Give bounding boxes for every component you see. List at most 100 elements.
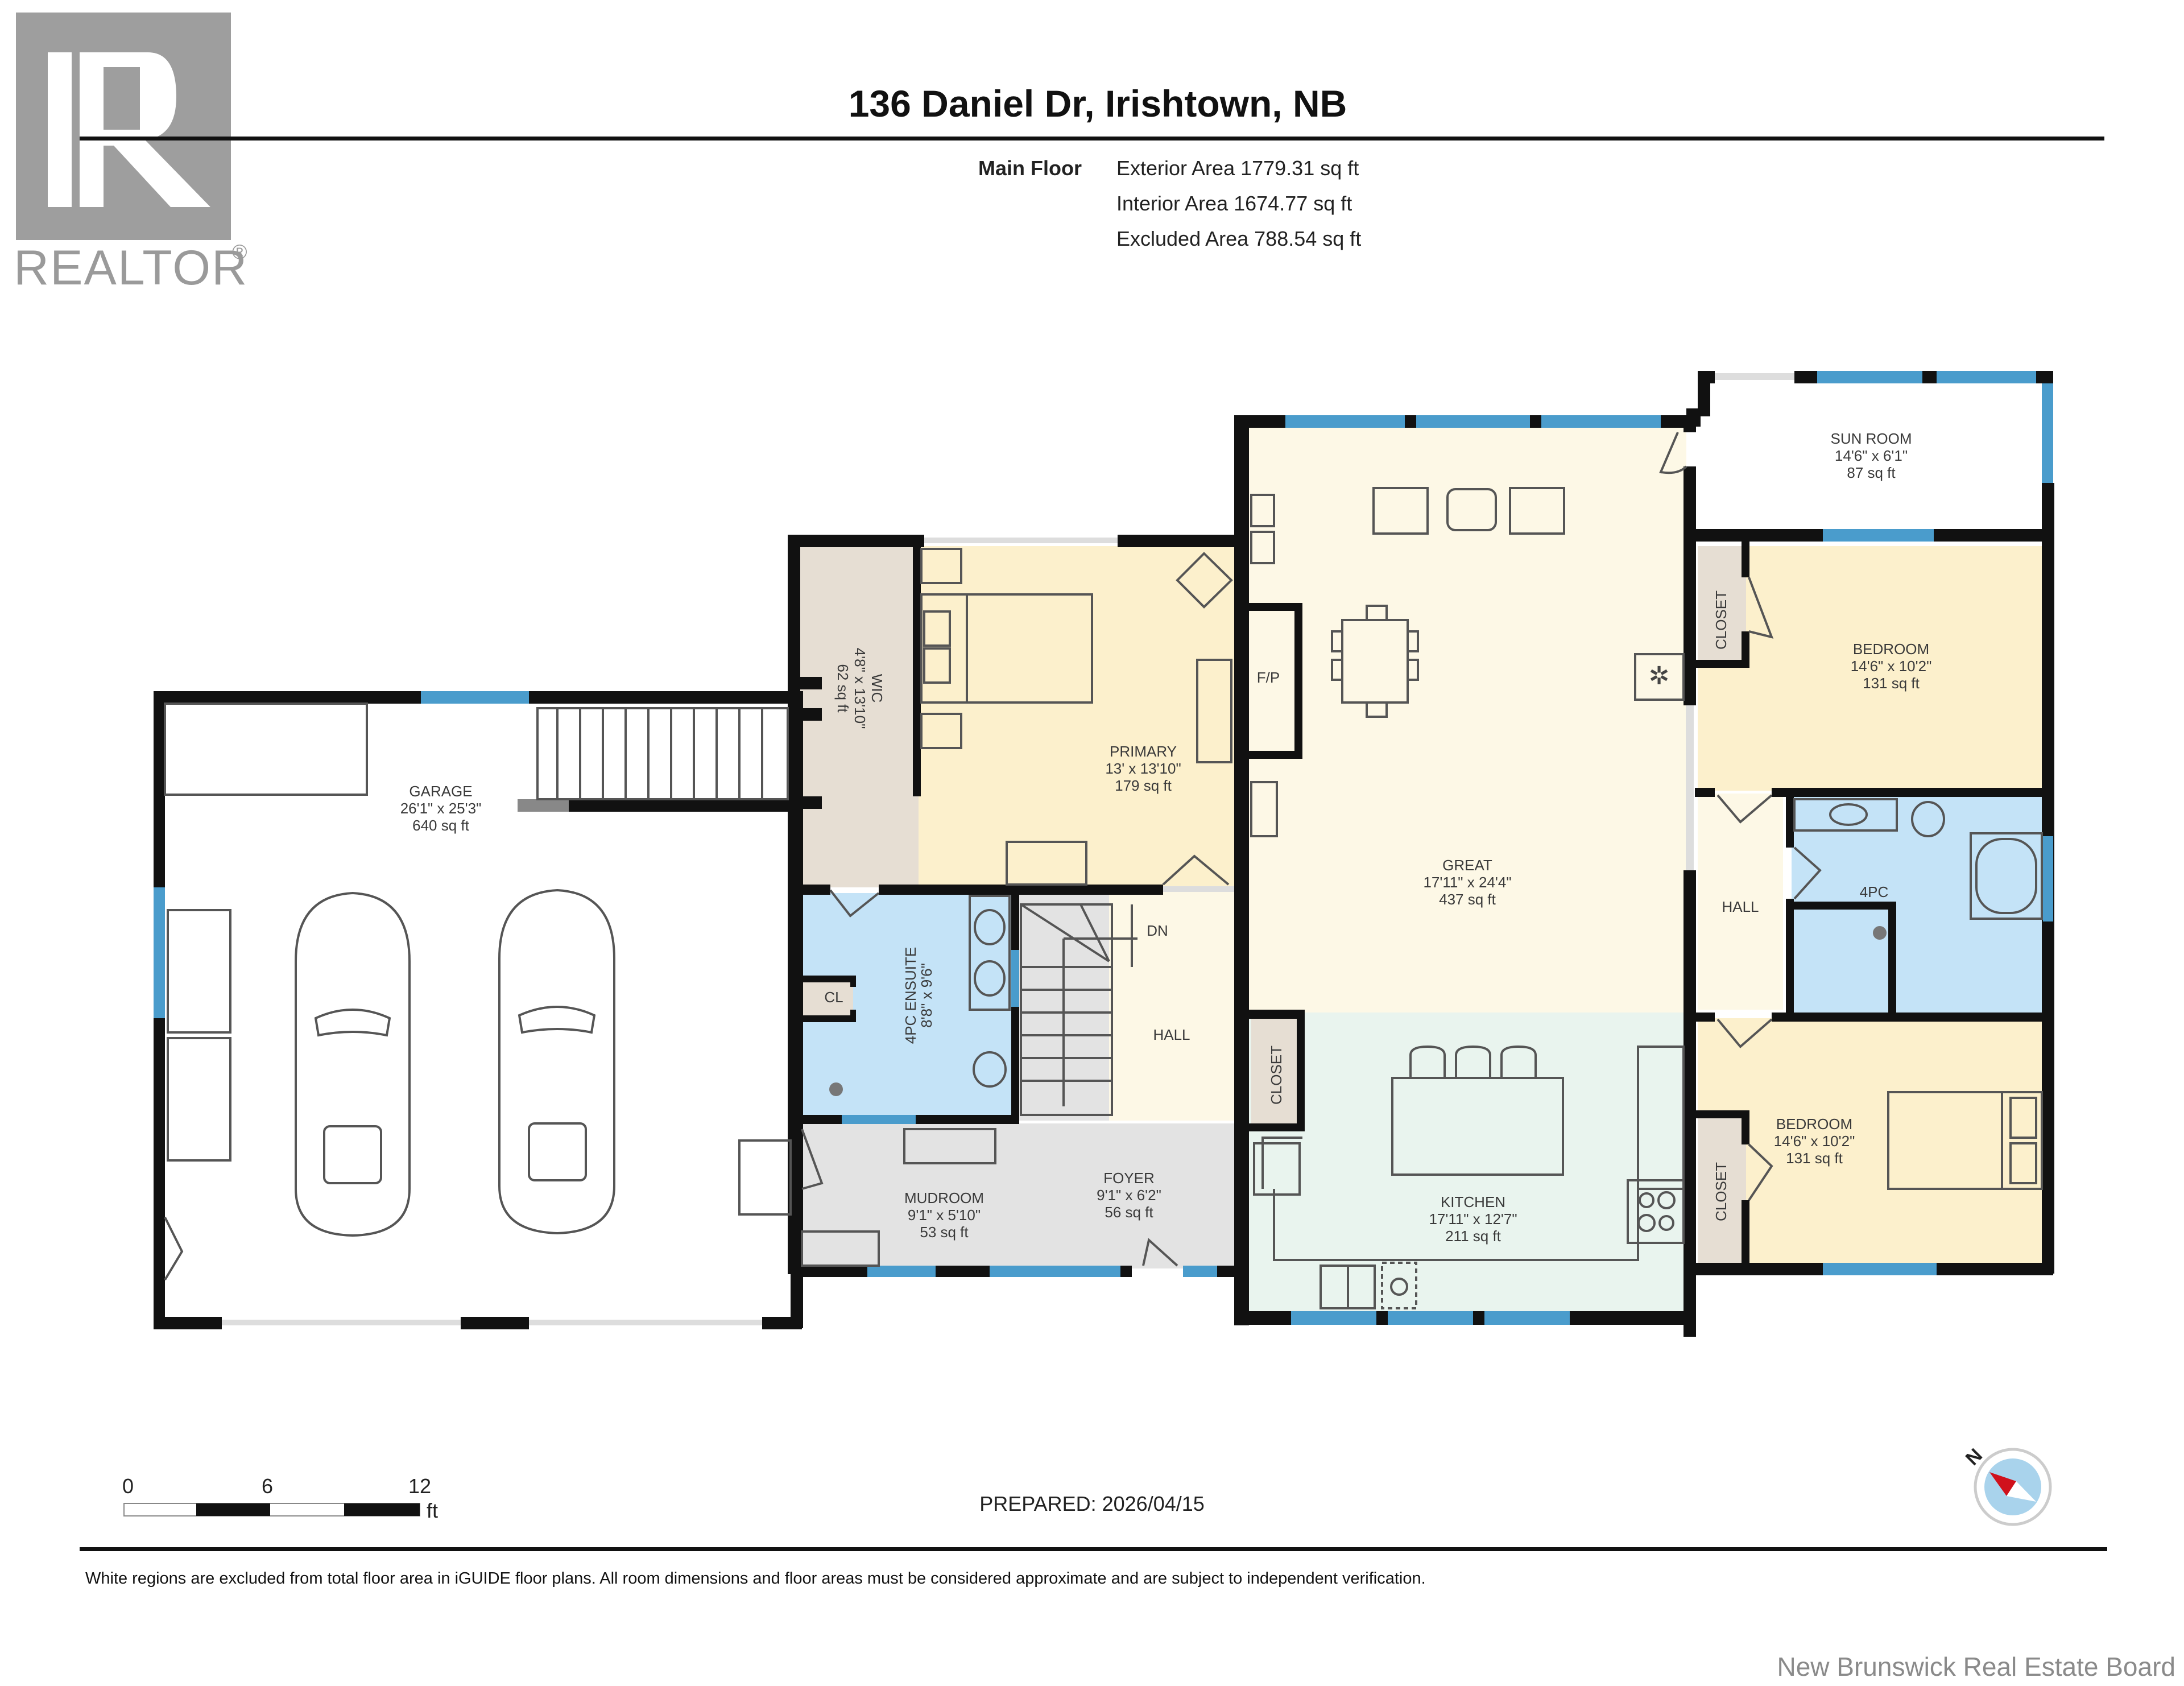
svg-text:FOYER: FOYER (1103, 1170, 1155, 1187)
room-closet-2: CLOSET (1713, 1162, 1730, 1221)
room-closet-1: CLOSET (1713, 590, 1730, 650)
svg-text:WIC: WIC (868, 674, 886, 703)
svg-text:ft: ft (427, 1499, 438, 1522)
page-title: 136 Daniel Dr, Irishtown, NB (849, 82, 1347, 125)
fixtures: ✲ (164, 432, 2043, 1309)
walls (154, 371, 2054, 1337)
compass-icon: N (1962, 1444, 2052, 1526)
shower-icon (1873, 926, 1887, 940)
svg-text:8'8" x 9'6": 8'8" x 9'6" (918, 963, 935, 1028)
bathtub-icon (1970, 832, 2043, 920)
disclaimer-text: White regions are excluded from total fl… (85, 1569, 1426, 1588)
garage-shelf (167, 1037, 231, 1162)
svg-text:87 sq ft: 87 sq ft (1847, 464, 1896, 481)
svg-text:4'8" x 13'10": 4'8" x 13'10" (851, 648, 868, 729)
room-hall-right: HALL (1722, 898, 1759, 915)
svg-text:14'6" x 10'2": 14'6" x 10'2" (1851, 658, 1932, 675)
car-icon (295, 891, 411, 1237)
room-ensuite: 4PC ENSUITE 8'8" x 9'6" (902, 947, 935, 1044)
svg-text:131 sq ft: 131 sq ft (1786, 1150, 1843, 1167)
sink-icon (974, 909, 1006, 945)
car-icon (498, 889, 615, 1235)
svg-text:14'6" x 6'1": 14'6" x 6'1" (1835, 447, 1908, 464)
svg-text:14'6" x 10'2": 14'6" x 10'2" (1774, 1133, 1855, 1150)
door-icon (1748, 577, 1774, 639)
exterior-area: Exterior Area 1779.31 sq ft (1116, 156, 1359, 180)
door-icon (1793, 846, 1822, 900)
board-credit: New Brunswick Real Estate Board (1777, 1652, 2175, 1681)
room-sunroom: SUN ROOM 14'6" x 6'1" 87 sq ft (1831, 430, 1912, 481)
kitchen-island (1391, 1077, 1564, 1176)
room-fireplace: F/P (1257, 669, 1280, 686)
bed-icon (920, 593, 1093, 704)
svg-text:26'1" x 25'3": 26'1" x 25'3" (400, 800, 482, 817)
dishwasher-icon (1381, 1262, 1417, 1309)
fan-icon: ✲ (1634, 653, 1685, 701)
sink-icon (1320, 1264, 1376, 1309)
svg-text:SUN ROOM: SUN ROOM (1831, 430, 1912, 447)
svg-text:437 sq ft: 437 sq ft (1439, 891, 1496, 908)
svg-text:17'11" x 12'7": 17'11" x 12'7" (1429, 1210, 1517, 1228)
armchair-icon (1509, 487, 1565, 535)
ottoman-icon (1446, 488, 1497, 531)
door-icon (1716, 794, 1773, 824)
room-wic: WIC 4'8" x 13'10" 62 sq ft (834, 648, 886, 729)
svg-text:PRIMARY: PRIMARY (1110, 743, 1177, 760)
svg-text:0: 0 (122, 1474, 134, 1498)
room-kitchen: KITCHEN 17'11" x 12'7" 211 sq ft (1429, 1193, 1517, 1245)
room-mudroom: MUDROOM 9'1" x 5'10" 53 sq ft (904, 1189, 984, 1241)
door-icon (1748, 1143, 1773, 1201)
svg-text:56 sq ft: 56 sq ft (1105, 1204, 1153, 1221)
realtor-logo: REALTOR ® (14, 13, 248, 295)
svg-text:BEDROOM: BEDROOM (1853, 640, 1929, 658)
svg-text:640 sq ft: 640 sq ft (412, 817, 470, 834)
room-hall-center: HALL (1153, 1026, 1190, 1043)
room-bedroom-1: BEDROOM 14'6" x 10'2" 131 sq ft (1851, 640, 1932, 692)
prepared-date: PREPARED: 2026/04/15 (979, 1492, 1205, 1515)
realtor-wordmark: REALTOR (14, 241, 248, 295)
svg-text:9'1" x 6'2": 9'1" x 6'2" (1097, 1187, 1161, 1204)
door-icon (1162, 854, 1230, 886)
door-icon (164, 1217, 184, 1281)
door-icon (829, 889, 880, 918)
door-icon (1716, 1018, 1773, 1048)
door-icon (801, 1129, 824, 1190)
svg-text:211 sq ft: 211 sq ft (1445, 1228, 1502, 1245)
svg-text:179 sq ft: 179 sq ft (1115, 777, 1172, 794)
shower-icon (829, 1082, 843, 1096)
door-icon (1659, 432, 1687, 474)
room-garage: GARAGE 26'1" x 25'3" 640 sq ft (400, 783, 482, 834)
registered-mark: ® (232, 240, 247, 263)
svg-text:GREAT: GREAT (1442, 857, 1492, 874)
excluded-area: Excluded Area 788.54 sq ft (1116, 227, 1361, 250)
toilet-icon (1911, 801, 1945, 837)
room-foyer: FOYER 9'1" x 6'2" 56 sq ft (1097, 1170, 1161, 1221)
svg-text:4PC ENSUITE: 4PC ENSUITE (902, 947, 919, 1044)
room-labels: GARAGE 26'1" x 25'3" 640 sq ft WIC 4'8" … (400, 430, 1932, 1245)
svg-text:MUDROOM: MUDROOM (904, 1189, 984, 1206)
stairs-down-label: DN (1147, 922, 1168, 939)
footer-rule (80, 1547, 2107, 1551)
svg-text:17'11" x 24'4": 17'11" x 24'4" (1423, 874, 1511, 891)
svg-text:GARAGE: GARAGE (409, 783, 472, 800)
scale-bar: 0 6 12 ft (122, 1474, 438, 1522)
room-cl: CL (824, 989, 843, 1006)
bed-icon (1887, 1091, 2043, 1190)
svg-text:131 sq ft: 131 sq ft (1863, 675, 1920, 692)
toilet-icon (973, 1051, 1007, 1088)
room-bedroom-2: BEDROOM 14'6" x 10'2" 131 sq ft (1774, 1115, 1855, 1167)
floor-label: Main Floor (978, 156, 1082, 180)
room-great: GREAT 17'11" x 24'4" 437 sq ft (1423, 857, 1511, 908)
room-closet-kitchen: CLOSET (1268, 1046, 1285, 1105)
mudroom-step (738, 1139, 792, 1216)
sink-icon (1829, 803, 1868, 826)
garage-stairs (536, 707, 789, 800)
stove-icon (1627, 1179, 1685, 1244)
header-rule (80, 137, 2104, 140)
door-icon (1142, 1238, 1178, 1267)
svg-text:BEDROOM: BEDROOM (1776, 1115, 1852, 1133)
room-primary: PRIMARY 13' x 13'10" 179 sq ft (1105, 743, 1181, 794)
svg-text:6: 6 (262, 1474, 273, 1498)
armchair-icon (1372, 487, 1429, 535)
